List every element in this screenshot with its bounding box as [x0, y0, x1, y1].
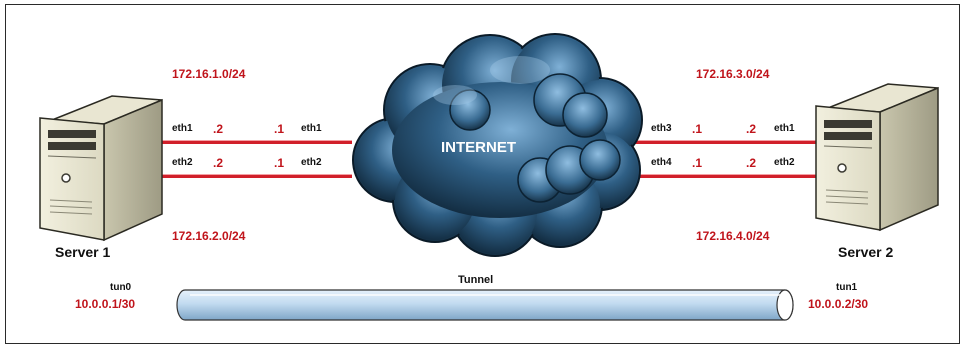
link-line-172-16-1	[160, 140, 352, 144]
server1-iface-eth1: eth1	[172, 123, 193, 134]
server-2-label: Server 2	[838, 244, 894, 260]
isp-iface-eth3: eth3	[651, 123, 672, 134]
server2-octet-link3: .2	[746, 122, 757, 136]
network-label-4: 172.16.4.0/24	[696, 229, 770, 243]
isp-iface-eth1: eth1	[301, 123, 322, 134]
network-label-1: 172.16.1.0/24	[172, 67, 246, 81]
server2-octet-link4: .2	[746, 156, 757, 170]
link-line-172-16-3	[632, 140, 822, 144]
server1-tun-iface: tun0	[110, 282, 132, 293]
server2-tun-ip: 10.0.0.2/30	[808, 297, 869, 311]
internet-label: INTERNET	[441, 139, 516, 156]
server-2-icon	[815, 83, 939, 232]
internet-cloud-icon	[352, 33, 643, 257]
tunnel-pipe	[176, 289, 794, 321]
server-1-label: Server 1	[55, 244, 111, 260]
isp-octet-link2: .1	[274, 156, 285, 170]
link-line-172-16-2	[160, 174, 352, 178]
isp-octet-link3: .1	[692, 122, 703, 136]
link-line-172-16-4	[632, 174, 822, 178]
isp-octet-link4: .1	[692, 156, 703, 170]
server1-iface-eth2: eth2	[172, 157, 193, 168]
tunnel-label: Tunnel	[458, 274, 494, 286]
server1-tun-ip: 10.0.0.1/30	[75, 297, 136, 311]
network-label-3: 172.16.3.0/24	[696, 67, 770, 81]
isp-iface-eth2: eth2	[301, 157, 322, 168]
isp-octet-link1: .1	[274, 122, 285, 136]
isp-iface-eth4: eth4	[651, 157, 672, 168]
server2-iface-eth1: eth1	[774, 123, 795, 134]
server-1-icon	[39, 95, 163, 242]
server2-tun-iface: tun1	[836, 282, 858, 293]
server2-iface-eth2: eth2	[774, 157, 795, 168]
diagram-border	[5, 4, 960, 344]
network-label-2: 172.16.2.0/24	[172, 229, 246, 243]
server1-octet-link2: .2	[213, 156, 224, 170]
server1-octet-link1: .2	[213, 122, 224, 136]
